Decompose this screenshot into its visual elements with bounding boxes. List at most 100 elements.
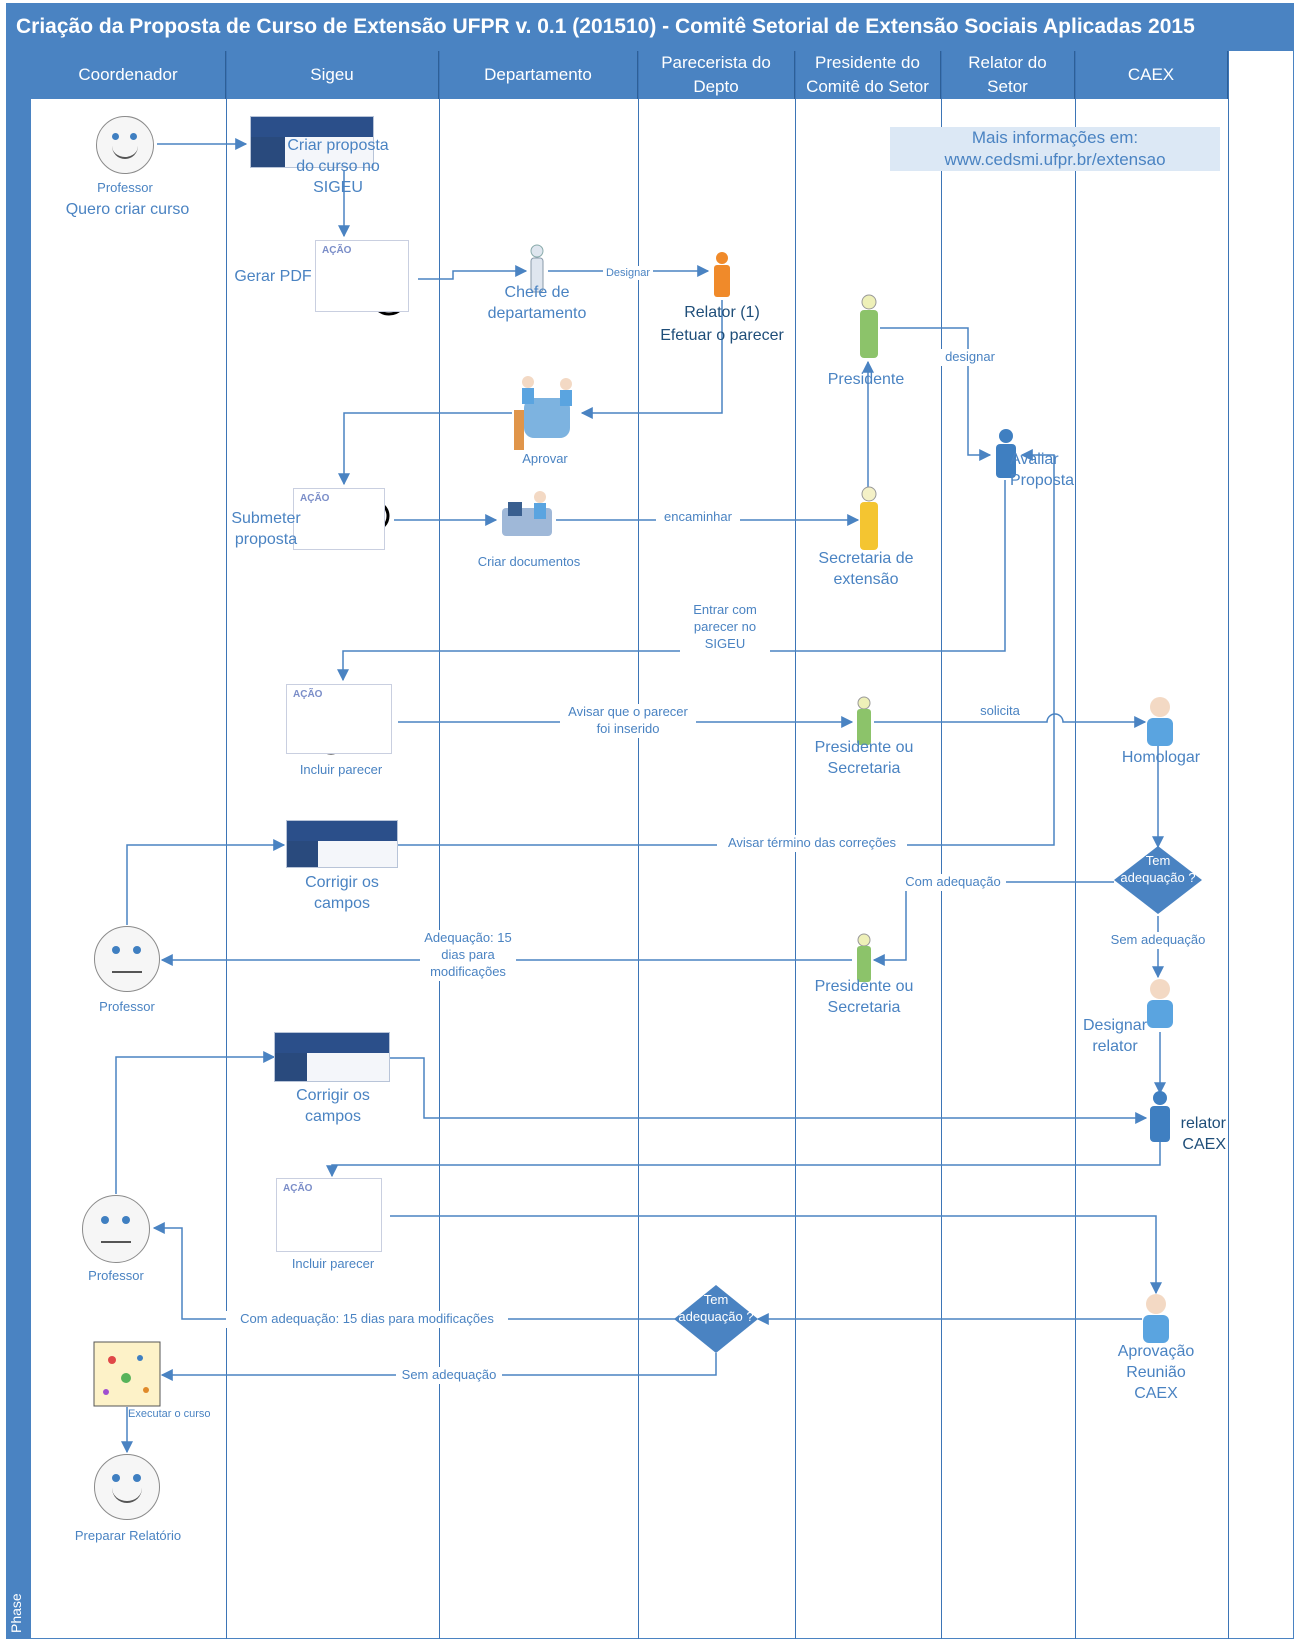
corrigir2-label: Corrigir os campos (296, 1087, 370, 1125)
lane-divider (1228, 51, 1229, 1639)
edge-label-avisar-inserido: Avisar que o parecer foi inserido (560, 704, 696, 738)
preparar-label: Preparar Relatório (74, 1528, 182, 1543)
flow-tem2-sem (160, 1353, 717, 1381)
professor2-label: Professor (99, 999, 155, 1014)
gerar-pdf-label: Gerar PDF (234, 268, 312, 285)
presidente-label: Presidente (827, 371, 905, 388)
person-icon-relator1 (714, 252, 730, 297)
flow-professor2-corrigir (126, 839, 286, 925)
lane-header-relator: Relator do Setor (941, 51, 1075, 99)
acao-panel: AÇÃO (315, 240, 409, 312)
professor-neutral-face-icon (82, 1195, 150, 1263)
decision-diamond-2 (674, 1285, 758, 1353)
sigeu-screenshot-icon (274, 1032, 390, 1082)
flow-professor3-corrigir2 (115, 1051, 276, 1194)
incluir-parecer1-label: Incluir parecer (299, 762, 383, 777)
pres-sec2-label: Presidente ou Secretaria (814, 978, 914, 1016)
flow-tem2-com (152, 1222, 676, 1320)
secretaria-label: Secretaria de extensão (818, 550, 914, 588)
sigeu-screenshot-icon (286, 820, 398, 868)
tem-adequacao1-label: Tem adequação ? (1120, 853, 1196, 885)
pres-sec1-label: Presidente ou Secretaria (814, 739, 914, 777)
info-line-2: www.cedsmi.ufpr.br/extensao (944, 150, 1166, 169)
person-icon-designar (1147, 979, 1173, 1028)
acao-panel: AÇÃO (293, 488, 385, 550)
corrigir1-label: Corrigir os campos (305, 874, 379, 912)
acao-label: AÇÃO (283, 1183, 313, 1194)
person-icon-homologar (1147, 697, 1173, 746)
professor1-sublabel: Quero criar curso (65, 201, 190, 218)
sigeu-screenshot-icon (250, 116, 374, 168)
designar-relator-label: Designar relator (1082, 1017, 1148, 1055)
professor-happy-face-icon (96, 116, 154, 174)
edge-label-sem-adequacao2: Sem adequação (396, 1367, 502, 1384)
flow-relatorcaex-incluir (326, 1140, 1161, 1178)
edge-label-entrar-parecer: Entrar com parecer no SIGEU (680, 602, 770, 653)
lane-header-coordenador: Coordenador (31, 51, 226, 99)
edge-label-solicita: solicita (980, 703, 1020, 718)
lane-header-caex: CAEX (1075, 51, 1228, 99)
executar-label: Executar o curso (128, 1408, 211, 1420)
flow-presidente-avaliar (880, 327, 992, 461)
info-line-1: Mais informações em: (971, 128, 1139, 147)
acao-panel: AÇÃO (286, 684, 392, 754)
person-icon-aprovacao (1143, 1294, 1169, 1343)
professor-happy-face-icon (94, 1454, 160, 1520)
flow-aprovar-submeter (338, 412, 512, 486)
acao-panel: AÇÃO (276, 1178, 382, 1252)
edge-label-com-adequacao-15: Com adequação: 15 dias para modificações (226, 1311, 508, 1328)
edge-label-sem-adequacao: Sem adequação (1104, 932, 1212, 949)
edge-label-adequacao-15: Adequação: 15 dias para modificações (420, 930, 516, 981)
person-icon-pres-sec2 (857, 933, 871, 982)
lane-header-presidente: Presidente do Comitê do Setor (795, 51, 941, 99)
professor-neutral-face-icon (94, 926, 160, 992)
criar-docs-label: Criar documentos (477, 554, 581, 569)
aprovar-label: Aprovar (522, 451, 568, 466)
acao-label: AÇÃO (293, 689, 323, 700)
relator1-label: Relator (1) (684, 304, 760, 321)
edge-label-encaminhar: encaminhar (656, 509, 740, 526)
lane-divider (1075, 51, 1076, 1639)
person-icon-avaliar (996, 429, 1016, 478)
edge-label-avisar-termino: Avisar término das correções (717, 835, 907, 852)
celebration-image-icon (93, 1341, 161, 1407)
lane-header-sigeu: Sigeu (226, 51, 439, 99)
flow-corrigir2-relatorcaex (390, 1057, 1148, 1124)
flow-relator-aprovar (580, 300, 723, 419)
homologar-label: Homologar (1121, 749, 1201, 766)
flow-incluir-aprovacao (390, 1215, 1162, 1295)
meeting-icon (514, 376, 572, 450)
criar-proposta-label: Criar proposta do curso no SIGEU (287, 137, 389, 196)
avaliar-label: Avaliar Proposta (1010, 451, 1075, 489)
phase-strip (6, 51, 31, 1639)
person-icon-chefe (530, 244, 544, 293)
lane-header-parecerista: Parecerista do Depto (638, 51, 795, 99)
incluir-parecer2-label: Incluir parecer (291, 1256, 375, 1271)
relator-caex-label: relator CAEX (1180, 1115, 1226, 1153)
edge-label-designar2: designar (940, 349, 1000, 366)
info-box: Mais informações em: www.cedsmi.ufpr.br/… (890, 127, 1220, 171)
professor1-label: Professor (97, 180, 153, 195)
professor3-label: Professor (88, 1268, 144, 1283)
chefe-label: Chefe de departamento (487, 284, 587, 322)
person-icon-pres-sec1 (857, 696, 871, 745)
person-icon-secretaria (860, 486, 878, 550)
acao-label: AÇÃO (322, 245, 352, 256)
diagram-title: Criação da Proposta de Curso de Extensão… (6, 3, 1294, 51)
computer-icon (502, 491, 552, 536)
flow-tem-com (872, 881, 1114, 966)
person-icon-relator-caex (1150, 1091, 1170, 1142)
aprovacao-label: Aprovação Reunião CAEX (1117, 1343, 1195, 1402)
flow-gerar-chefe (418, 265, 528, 280)
acao-label: AÇÃO (300, 493, 330, 504)
tem-adequacao2-label: Tem adequação ? (678, 1292, 754, 1324)
flow-avaliar-entrar (337, 480, 1006, 682)
decision-diamond-1 (1114, 846, 1202, 914)
lane-header-departamento: Departamento (439, 51, 638, 99)
person-icon-presidente (860, 294, 878, 358)
relator1-sublabel: Efetuar o parecer (660, 327, 784, 344)
edge-label-com-adequacao: Com adequação (900, 874, 1006, 891)
submeter-label: Submeter proposta (231, 510, 301, 548)
flow-presidente-homologar (874, 713, 1147, 728)
